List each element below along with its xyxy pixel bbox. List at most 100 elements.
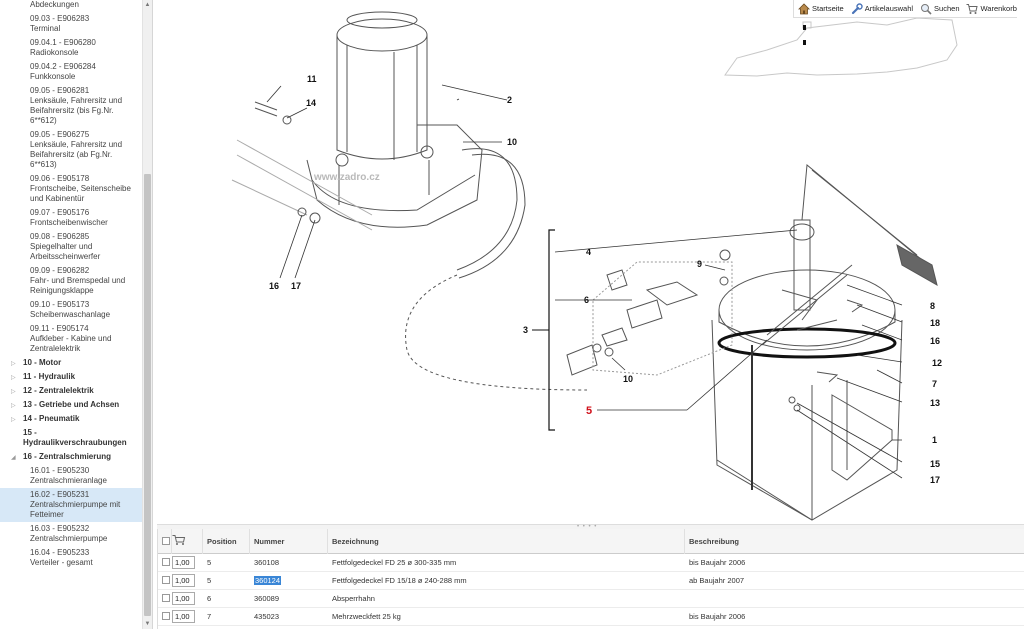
scroll-down-arrow-icon[interactable]: ▼ [144, 621, 151, 627]
tree-item-label: Zentralschmieranlage [30, 476, 107, 485]
quantity-input[interactable] [172, 592, 195, 605]
callout-14[interactable]: 14 [306, 98, 316, 108]
tree-category[interactable]: 15 -Hydraulikverschraubungen [0, 426, 142, 450]
select-all-checkbox[interactable] [162, 537, 170, 545]
quantity-input[interactable] [172, 556, 195, 569]
scrollbar-thumb[interactable] [144, 174, 151, 616]
callout-8[interactable]: 8 [930, 301, 935, 311]
search-button[interactable]: Suchen [920, 3, 959, 15]
number-column-header[interactable]: Nummer [250, 528, 328, 554]
tree-category[interactable]: ▷ 14 - Pneumatik [0, 412, 142, 426]
tree-item-label: Reinigungsklappe [30, 286, 94, 295]
callout-11[interactable]: 11 [307, 74, 317, 84]
tree-category[interactable]: ▷10 - Motor [0, 356, 142, 370]
panel-splitter[interactable]: • • • • [157, 524, 1024, 530]
callout-4[interactable]: 4 [586, 247, 591, 257]
tree-item-label: 16 - Zentralschmierung [23, 452, 112, 461]
tree-item-label: 16.01 - E905230 [30, 466, 90, 475]
tree-item-label: Zentralelektrik [30, 344, 81, 353]
tree-item-label: 09.03 - E906283 [30, 14, 90, 23]
quantity-input[interactable] [172, 574, 195, 587]
tree-item-label: Aufkleber - Kabine und [30, 334, 112, 343]
tree-category[interactable]: ◢ 16 - Zentralschmierung [0, 450, 142, 464]
tree-item-label: 12 - Zentralelektrik [23, 386, 94, 395]
tree-item-label: 16.03 - E905232 [30, 524, 90, 533]
part-number: 360124 [254, 576, 282, 585]
category-tree-panel: AbdeckungenAbdeckungen09.03 - E906283Ter… [0, 0, 153, 629]
expand-toggle-icon[interactable]: ▷ [11, 417, 16, 423]
callout-12[interactable]: 12 [932, 358, 942, 368]
description-cell: bis Baujahr 2006 [689, 558, 746, 567]
expand-toggle-icon[interactable]: ▷ [11, 375, 16, 381]
quantity-input[interactable] [172, 610, 195, 623]
row-checkbox[interactable] [162, 611, 170, 620]
cart-label: Warenkorb [980, 4, 1017, 13]
tree-category[interactable]: ▷13 - Getriebe und Achsen [0, 398, 142, 412]
tree-item-label: 09.06 - E905178 [30, 174, 90, 183]
part-number: 435023 [254, 612, 280, 621]
designation-cell: Absperrhahn [332, 594, 375, 603]
callout-1[interactable]: 1 [932, 435, 937, 445]
tree-item-label: Verteiler - gesamt [30, 558, 93, 567]
callout-13[interactable]: 13 [930, 398, 940, 408]
expand-toggle-icon[interactable]: ▷ [11, 389, 16, 395]
callout-5-highlighted[interactable]: 5 [586, 405, 592, 417]
expand-toggle-icon[interactable]: ▷ [11, 361, 16, 367]
position-column-header[interactable]: Position [203, 528, 250, 554]
row-checkbox[interactable] [162, 593, 170, 602]
callout-17-lower[interactable]: 17 [930, 475, 940, 485]
designation-column-header[interactable]: Bezeichnung [328, 528, 685, 554]
row-checkbox[interactable] [162, 557, 170, 566]
tree-category[interactable]: ▷11 - Hydraulik [0, 370, 142, 384]
article-selection-button[interactable]: Artikelauswahl [851, 2, 913, 15]
splitter-grip-icon[interactable]: • • • • [577, 524, 598, 530]
callout-10-upper[interactable]: 10 [507, 137, 517, 147]
callout-10-lower[interactable]: 10 [623, 374, 633, 384]
tree-item-label: Funkkonsole [30, 72, 76, 81]
select-all-cell [158, 528, 172, 554]
callout-2[interactable]: 2 [507, 95, 512, 105]
sidebar-scrollbar[interactable]: ▲ ▼ [142, 0, 152, 629]
expand-toggle-icon[interactable]: ◢ [11, 455, 16, 461]
expand-toggle-icon[interactable]: ▷ [11, 403, 16, 409]
callout-16-upper[interactable]: 16 [269, 281, 279, 291]
cart-button[interactable]: Warenkorb [966, 3, 1017, 15]
callout-18[interactable]: 18 [930, 318, 940, 328]
callout-15[interactable]: 15 [930, 459, 940, 469]
callout-6[interactable]: 6 [584, 295, 589, 305]
tree-item[interactable]: AbdeckungenAbdeckungen [0, 0, 142, 12]
tree-item-label: 14 - Pneumatik [23, 414, 80, 423]
callout-3[interactable]: 3 [523, 325, 528, 335]
callout-9[interactable]: 9 [697, 259, 702, 269]
tree-category[interactable]: ▷ 12 - Zentralelektrik [0, 384, 142, 398]
tree-item-label: 6**613) [30, 160, 57, 169]
callout-16-lower[interactable]: 16 [930, 336, 940, 346]
description-column-header[interactable]: Beschreibung [689, 536, 740, 546]
scroll-up-arrow-icon[interactable]: ▲ [144, 2, 151, 8]
callout-17-upper[interactable]: 17 [291, 281, 301, 291]
row-checkbox[interactable] [162, 575, 170, 584]
description-cell: bis Baujahr 2006 [689, 612, 746, 621]
home-button[interactable]: Startseite [798, 2, 844, 15]
callout-7[interactable]: 7 [932, 379, 937, 389]
